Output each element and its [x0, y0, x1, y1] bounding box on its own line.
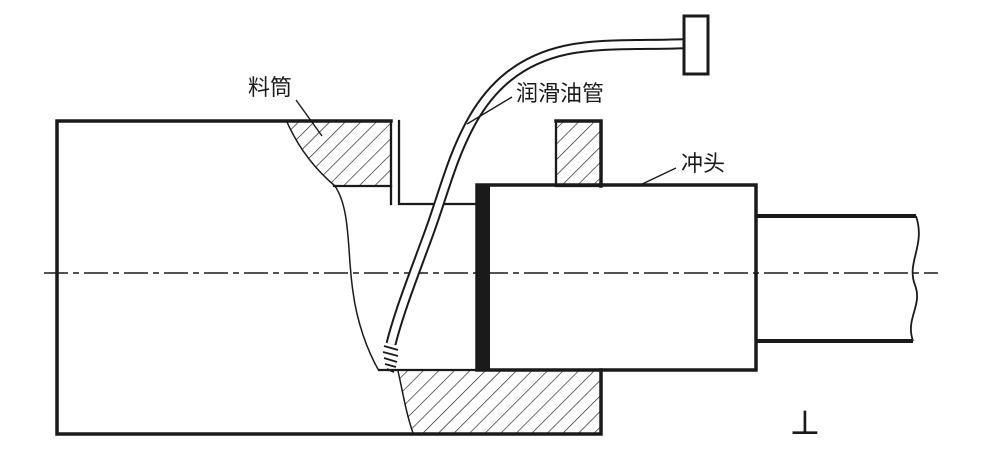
oil-pipe-label: 润滑油管: [516, 82, 604, 107]
punch-face: [477, 185, 490, 370]
rod-break-line: [910, 215, 920, 342]
leader-line-barrel: [295, 99, 323, 137]
hatch-bottom-wall: [398, 371, 601, 433]
punch-outline: [475, 183, 758, 372]
pipe-fitting: [682, 14, 710, 76]
barrel-top-block-outline: [554, 119, 603, 188]
break-line-bottom: [397, 370, 414, 434]
barrel-outline: [55, 119, 603, 436]
break-line-top: [286, 121, 380, 372]
barrel-label: 料筒: [248, 76, 292, 101]
punch-label: 冲头: [681, 152, 725, 177]
figure-mark: ⊥: [789, 403, 821, 443]
hatch-right-block: [556, 121, 601, 186]
oil-pipe-inner: [387, 39, 703, 345]
nozzle-threads: [382, 345, 399, 373]
hatch-top-wall: [287, 122, 391, 186]
leader-line-oil-pipe: [466, 96, 513, 125]
leader-line-punch: [637, 167, 677, 187]
